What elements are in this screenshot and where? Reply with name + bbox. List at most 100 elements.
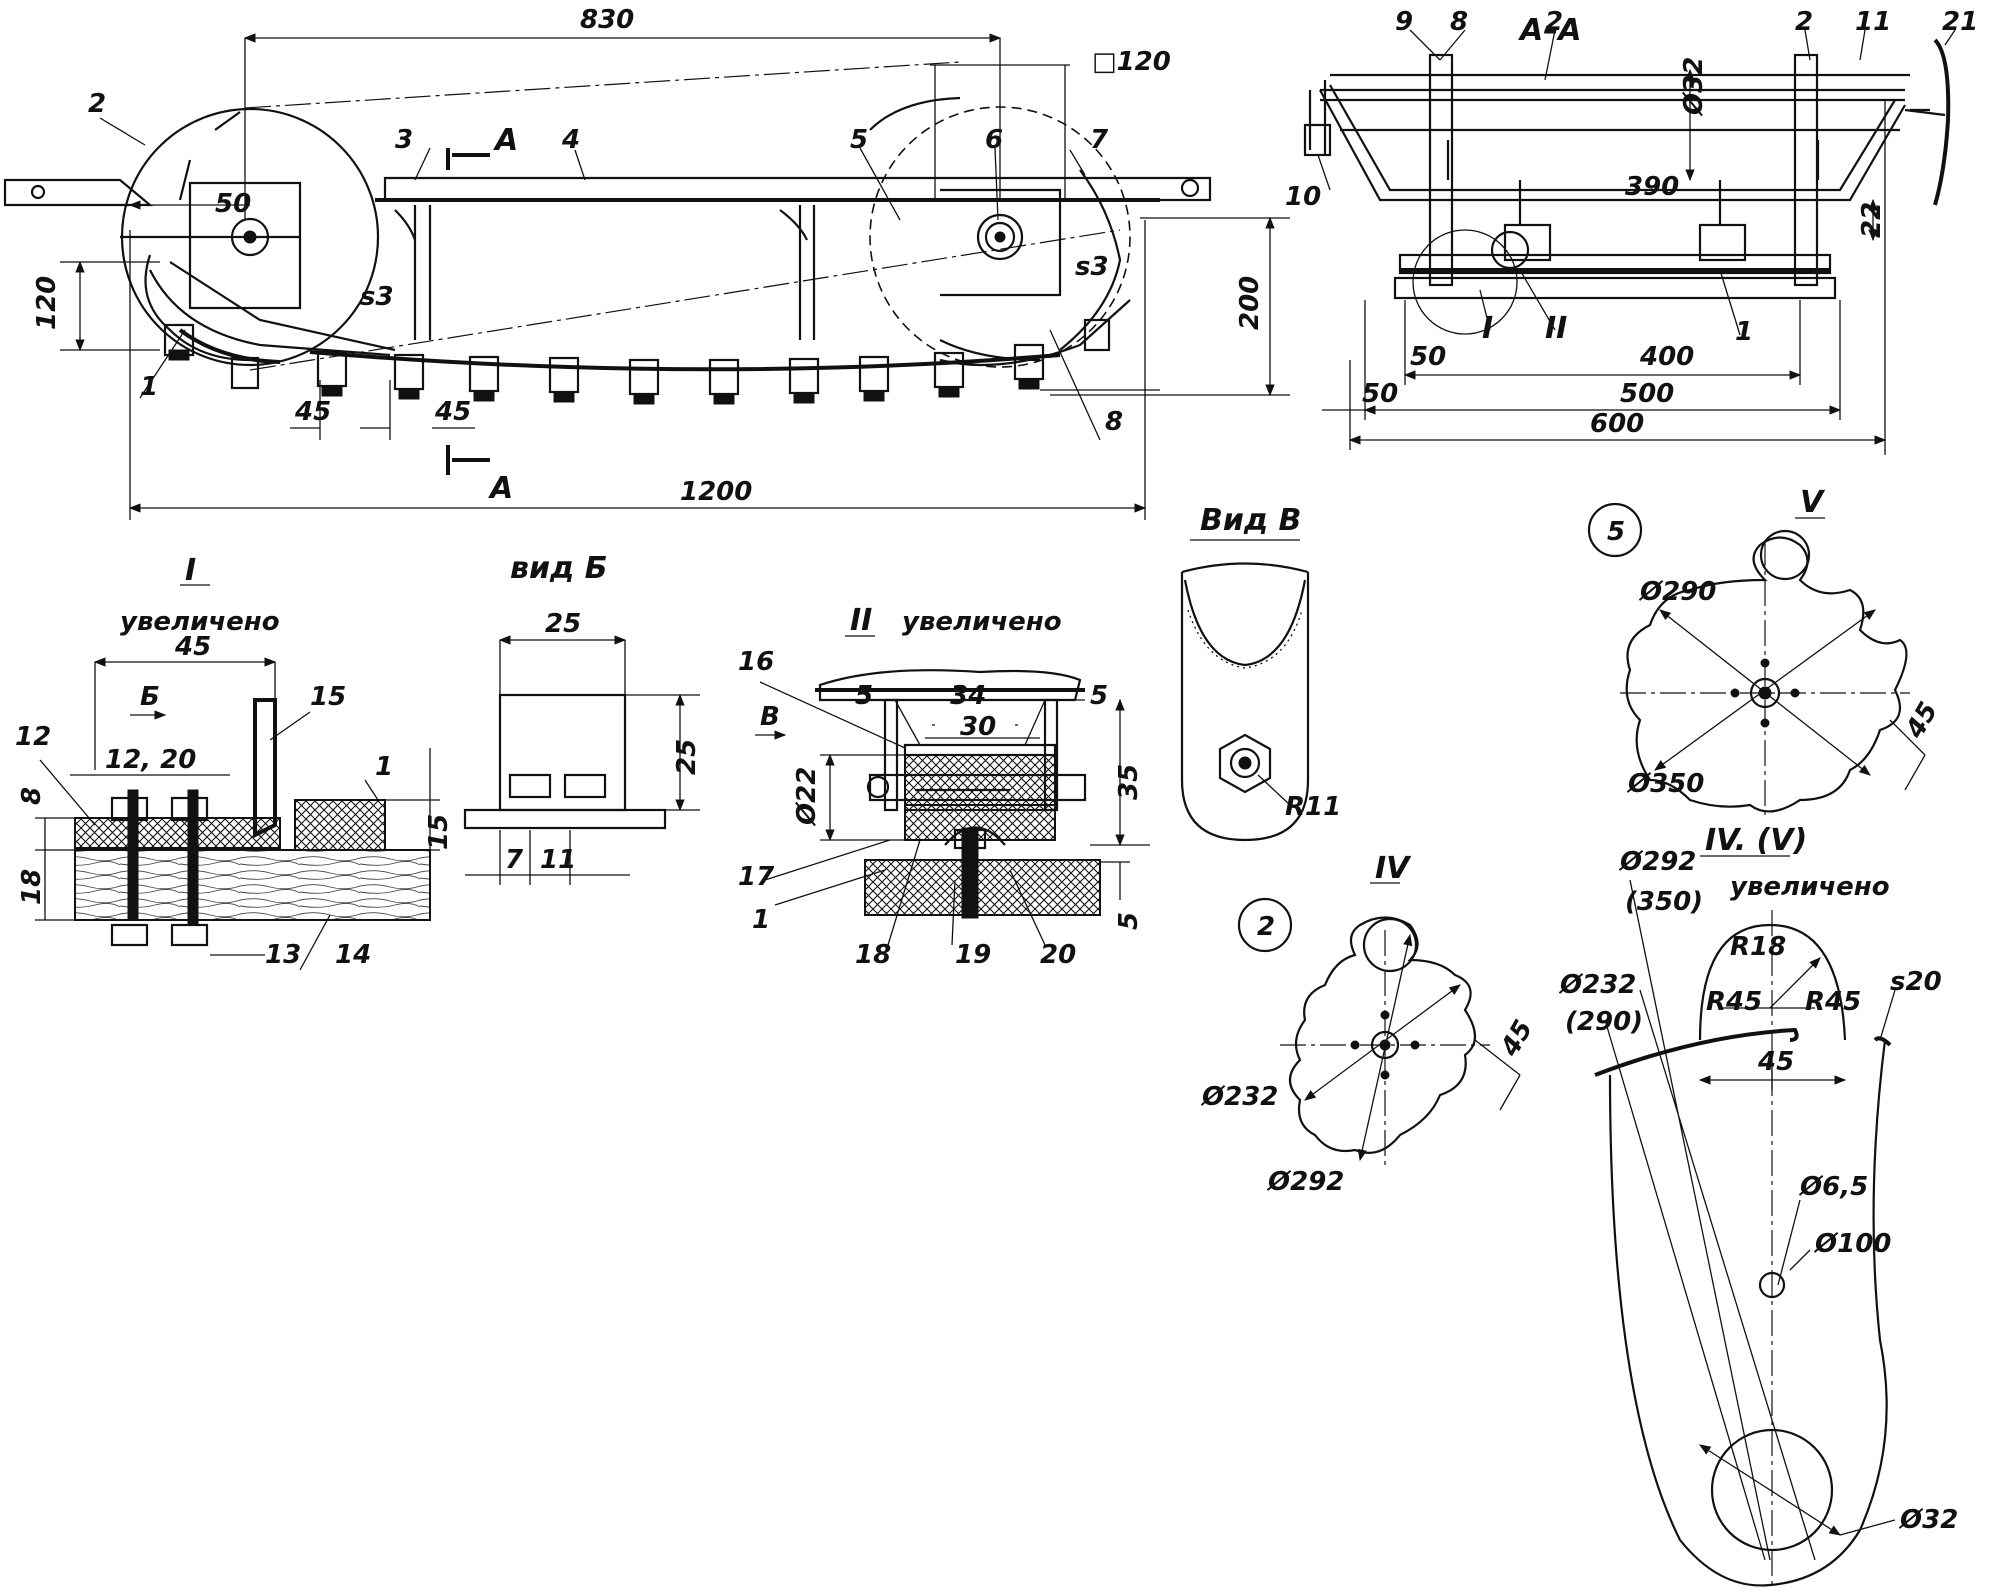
d1-pos-14: 14 bbox=[335, 940, 371, 970]
dim-phi32-detail: Ø32 bbox=[1898, 1505, 1958, 1535]
view-b-title: вид Б bbox=[510, 551, 608, 586]
d2-pos-17: 17 bbox=[738, 862, 775, 892]
d2-pos-1: 1 bbox=[752, 905, 770, 935]
dim-350-paren: (350) bbox=[1625, 887, 1703, 917]
dim-1200: 1200 bbox=[680, 477, 752, 507]
frame-rail-4 bbox=[375, 176, 1212, 202]
dim-square-120: □120 bbox=[1092, 47, 1171, 77]
dim-r11: R11 bbox=[1285, 792, 1341, 822]
pos-2: 2 bbox=[88, 89, 106, 119]
dim-18: 18 bbox=[17, 869, 47, 905]
dim-15: 15 bbox=[424, 814, 454, 850]
dim-45-b: 45 bbox=[434, 397, 471, 427]
dim-r18: R18 bbox=[1730, 932, 1786, 962]
dim-22: 22 bbox=[1857, 202, 1887, 238]
aa-pos-21: 21 bbox=[1942, 7, 1978, 37]
dim-35: 35 bbox=[1114, 764, 1144, 800]
aa-pos-11: 11 bbox=[1855, 7, 1891, 37]
view-v-title: Вид В bbox=[1200, 503, 1301, 538]
dim-500: 500 bbox=[1620, 379, 1674, 409]
detail-iv-v: IV. (V) увеличено Ø292 (350) Ø232 (290) … bbox=[1558, 823, 1958, 1590]
dim-400: 400 bbox=[1639, 342, 1694, 372]
dim-45-detail-i: 45 bbox=[174, 632, 211, 662]
section-a-bottom: A bbox=[488, 471, 513, 506]
d2-pos-20: 20 bbox=[1040, 940, 1076, 970]
dim-phi232-detail: Ø232 bbox=[1558, 970, 1636, 1000]
d1-pos-12: 12 bbox=[15, 722, 51, 752]
detail-i-number: I bbox=[185, 553, 196, 588]
view-b: вид Б 25 25 7 11 bbox=[463, 551, 702, 885]
dim-25-view-b-h: 25 bbox=[672, 739, 702, 775]
dim-s20: s20 bbox=[1890, 967, 1942, 997]
dim-50: 50 bbox=[215, 189, 251, 219]
dim-30: 30 bbox=[960, 712, 996, 742]
dim-8: 8 bbox=[17, 787, 47, 805]
frame-posts bbox=[394, 205, 816, 340]
track-cleats bbox=[163, 318, 1111, 405]
pos-4: 4 bbox=[561, 125, 580, 155]
dim-11: 11 bbox=[540, 845, 576, 875]
side-view-dimensions bbox=[60, 33, 1290, 520]
dim-200: 200 bbox=[1235, 276, 1265, 330]
dim-phi100: Ø100 bbox=[1813, 1229, 1891, 1259]
aa-pos-10: 10 bbox=[1285, 182, 1321, 212]
dim-phi232: Ø232 bbox=[1200, 1082, 1278, 1112]
drive-wheel-2 bbox=[120, 107, 396, 367]
dim-phi32: Ø32 bbox=[1679, 57, 1709, 117]
dim-34: 34 bbox=[950, 681, 986, 711]
aa-pos-9: 9 bbox=[1395, 7, 1413, 37]
arrow-v-label: В bbox=[760, 702, 780, 732]
dim-45-wheel2: 45 bbox=[1495, 1015, 1540, 1062]
side-view: 830 □120 50 120 s3 s3 200 45 45 1200 A A… bbox=[3, 5, 1290, 520]
section-aa-title: A–A bbox=[1518, 13, 1581, 48]
side-leaders bbox=[99, 117, 1101, 441]
pos-1: 1 bbox=[140, 372, 158, 402]
wheel-5-mark-v: V bbox=[1800, 485, 1826, 520]
dim-45-wheel5: 45 bbox=[1900, 697, 1945, 744]
dim-phi350: Ø350 bbox=[1626, 769, 1704, 799]
dim-5-b: 5 bbox=[1090, 681, 1108, 711]
pos-8: 8 bbox=[1105, 407, 1123, 437]
dim-25-view-b: 25 bbox=[545, 609, 581, 639]
aa-pos-2-b: 2 bbox=[1795, 7, 1813, 37]
d2-pos-18: 18 bbox=[855, 940, 891, 970]
dim-290-paren: (290) bbox=[1565, 1007, 1643, 1037]
dim-45-detail: 45 bbox=[1757, 1047, 1794, 1077]
pos-7: 7 bbox=[1090, 125, 1109, 155]
dim-830: 830 bbox=[580, 5, 634, 35]
dim-7: 7 bbox=[505, 845, 524, 875]
detail-iv-v-subtitle: увеличено bbox=[1730, 872, 1890, 902]
dim-s3-front: s3 bbox=[1075, 252, 1109, 282]
dim-phi290: Ø290 bbox=[1638, 577, 1716, 607]
d1-pos-1: 1 bbox=[375, 752, 393, 782]
dim-phi292: Ø292 bbox=[1266, 1167, 1344, 1197]
dim-50-aa-2: 50 bbox=[1362, 379, 1398, 409]
hitch-bar bbox=[3, 178, 154, 207]
dim-r45-b: R45 bbox=[1805, 987, 1861, 1017]
dim-5-a: 5 bbox=[855, 681, 873, 711]
pos-6: 6 bbox=[985, 125, 1003, 155]
view-v: Вид В R11 bbox=[1180, 503, 1341, 842]
dim-5-c: 5 bbox=[1114, 912, 1144, 930]
track-belt bbox=[309, 350, 1061, 372]
aa-pos-1: 1 bbox=[1735, 317, 1753, 347]
d2-pos-19: 19 bbox=[955, 940, 991, 970]
wheel-5-number: 5 bbox=[1607, 517, 1625, 547]
detail-i-subtitle: увеличено bbox=[120, 607, 280, 637]
pos-3: 3 bbox=[395, 125, 413, 155]
d2-pos-16: 16 bbox=[738, 647, 774, 677]
dim-50-aa: 50 bbox=[1410, 342, 1446, 372]
dim-12-20: 12, 20 bbox=[105, 745, 196, 775]
detail-ii-number: II bbox=[850, 603, 872, 638]
pos-5: 5 bbox=[850, 125, 868, 155]
d1-pos-13: 13 bbox=[265, 940, 301, 970]
aa-pos-2-a: 2 bbox=[1545, 7, 1563, 37]
detail-iv-v-title: IV. (V) bbox=[1705, 823, 1807, 858]
dim-45-a: 45 bbox=[294, 397, 331, 427]
section-aa: A–A Ø32 390 22 50 400 50 500 600 9 8 2 2… bbox=[1285, 7, 1978, 455]
dim-phi292-detail: Ø292 bbox=[1618, 847, 1696, 877]
aa-pos-8: 8 bbox=[1450, 7, 1468, 37]
dim-120: 120 bbox=[32, 276, 62, 330]
chain-path bbox=[244, 61, 1121, 371]
